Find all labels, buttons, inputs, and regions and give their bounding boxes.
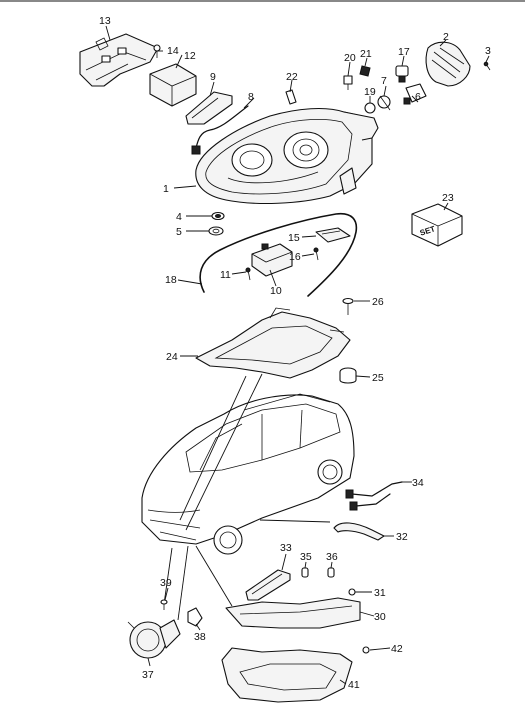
part-1-headlight-housing <box>195 108 379 205</box>
callout-35: 35 <box>300 551 312 563</box>
callout-34: 34 <box>412 477 424 489</box>
part-6-igniter <box>403 83 427 105</box>
reference-lines <box>163 373 331 621</box>
callout-23: 23 <box>442 192 454 204</box>
part-41-trim-bezel <box>221 647 353 703</box>
part-20-bulb-holder <box>343 75 353 90</box>
part-36-bulb <box>327 567 335 578</box>
callout-5: 5 <box>176 226 182 238</box>
part-5-washer <box>208 226 224 236</box>
part-31-screw <box>348 588 356 596</box>
callout-41: 41 <box>348 679 360 691</box>
part-39-screw <box>160 599 168 610</box>
callout-21: 21 <box>360 48 372 60</box>
callout-18: 18 <box>165 274 177 286</box>
part-16-screw <box>313 247 319 261</box>
part-22-screw <box>285 89 297 105</box>
leader-lines <box>105 25 490 685</box>
callout-15: 15 <box>288 232 300 244</box>
part-10-ballast <box>251 243 293 277</box>
callout-14: 14 <box>167 45 179 57</box>
callout-25: 25 <box>372 372 384 384</box>
part-35-bulb <box>301 567 309 578</box>
callout-26: 26 <box>372 296 384 308</box>
part-18-seal <box>199 212 358 297</box>
callout-31: 31 <box>374 587 386 599</box>
vehicle-outline <box>141 393 355 555</box>
part-21-connector <box>359 65 371 77</box>
callout-4: 4 <box>176 211 182 223</box>
part-37-fog-lamp <box>127 619 181 659</box>
callout-39: 39 <box>160 577 172 589</box>
part-17-bulb <box>395 65 409 83</box>
part-15-module <box>315 227 351 243</box>
part-11-screw <box>245 267 251 281</box>
part-33-side-light <box>245 569 291 601</box>
part-9-bracket <box>185 91 233 125</box>
part-25-rubber-mount <box>339 367 357 384</box>
part-23-set-box: SET <box>411 203 463 247</box>
callout-6: 6 <box>415 91 421 103</box>
callout-16: 16 <box>289 251 301 263</box>
part-24-carrier-frame <box>195 307 351 379</box>
callout-9: 9 <box>210 71 216 83</box>
part-2-cover <box>425 41 471 87</box>
part-38-bulb <box>187 607 203 627</box>
callout-3: 3 <box>485 45 491 57</box>
callout-17: 17 <box>398 46 410 58</box>
callout-19: 19 <box>364 86 376 98</box>
part-19-grommet <box>364 102 376 114</box>
part-30-front-light <box>225 597 361 629</box>
callout-37: 37 <box>142 669 154 681</box>
part-34-wiring-harness <box>345 481 403 511</box>
callout-36: 36 <box>326 551 338 563</box>
callout-13: 13 <box>99 15 111 27</box>
part-42-clip <box>362 646 370 654</box>
callout-labels: 13 14 12 9 8 1 4 5 18 11 10 15 16 22 20 … <box>99 15 491 691</box>
part-26-screw <box>342 297 354 315</box>
callout-10: 10 <box>270 285 282 297</box>
part-7-socket <box>377 95 391 111</box>
callout-8: 8 <box>248 91 254 103</box>
callout-24: 24 <box>166 351 178 363</box>
callout-20: 20 <box>344 52 356 64</box>
callout-12: 12 <box>184 50 196 62</box>
part-8-cable <box>191 105 249 155</box>
part-4-washer <box>211 211 225 221</box>
part-32-light-strip <box>333 522 385 541</box>
part-3-screw <box>483 61 491 71</box>
callout-33: 33 <box>280 542 292 554</box>
callout-1: 1 <box>163 183 169 195</box>
part-12-control-unit <box>149 63 197 107</box>
callout-11: 11 <box>220 269 231 281</box>
callout-22: 22 <box>286 71 298 83</box>
part-13-bracket <box>79 33 159 87</box>
callout-7: 7 <box>381 75 387 87</box>
callout-32: 32 <box>396 531 408 543</box>
callout-2: 2 <box>443 31 449 43</box>
callout-30: 30 <box>374 611 386 623</box>
callout-38: 38 <box>194 631 206 643</box>
callout-42: 42 <box>391 643 403 655</box>
